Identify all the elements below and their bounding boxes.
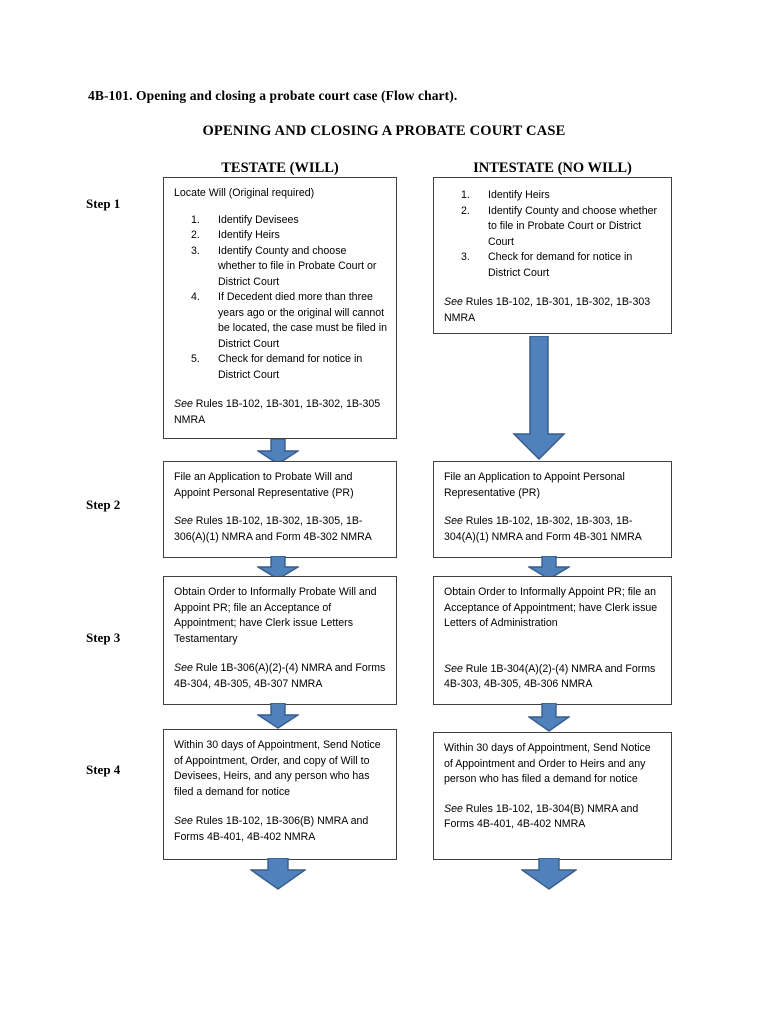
see-label: See [444,296,466,308]
list-item: If Decedent died more than three years a… [191,290,388,350]
citation-text: Rules 1B-102, 1B-306(B) NMRA and Forms 4… [174,815,369,843]
testate-step2-citation: See Rules 1B-102, 1B-302, 1B-305, 1B-306… [174,514,387,545]
intestate-step3-box: Obtain Order to Informally Appoint PR; f… [433,576,672,705]
arrow-testate-step2-to-step3 [257,556,299,580]
list-item: Identify County and choose whether to fi… [191,244,377,288]
step-label-1: Step 1 [86,196,121,211]
step-label-3: Step 3 [86,630,121,645]
testate-step1-list: Identify Devisees Identify Heirs Identif… [174,213,387,384]
intestate-step2-citation: See Rules 1B-102, 1B-302, 1B-303, 1B-304… [444,514,662,545]
testate-step2-lead: File an Application to Probate Will and … [174,471,354,499]
see-label: See [174,815,196,827]
testate-step1-box: Locate Will (Original required) Identify… [163,177,397,439]
citation-text: Rules 1B-102, 1B-301, 1B-302, 1B-303 NMR… [444,296,651,324]
column-header-testate: TESTATE (WILL) [221,160,339,176]
testate-step3-box: Obtain Order to Informally Probate Will … [163,576,397,705]
testate-step2-box: File an Application to Probate Will and … [163,461,397,558]
page-heading: 4B-101. Opening and closing a probate co… [88,88,458,103]
testate-step4-citation: See Rules 1B-102, 1B-306(B) NMRA and For… [174,814,387,845]
intestate-step1-list: Identify Heirs Identify County and choos… [444,188,662,281]
testate-step3-lead: Obtain Order to Informally Probate Will … [174,586,377,645]
intestate-step4-citation: See Rules 1B-102, 1B-304(B) NMRA and For… [444,802,662,833]
see-label: See [444,662,466,675]
see-label: See [444,802,466,815]
testate-step4-lead: Within 30 days of Appointment, Send Noti… [174,739,381,798]
testate-step1-lead: Locate Will (Original required) [174,187,315,199]
arrow-intestate-step3-to-step4 [528,703,570,732]
list-item: Identify County and choose whether to fi… [461,204,658,248]
intestate-step4-box: Within 30 days of Appointment, Send Noti… [433,732,672,860]
arrow-intestate-step1-to-step2 [512,336,566,460]
citation-text: Rule 1B-306(A)(2)-(4) NMRA and Forms 4B-… [174,662,386,690]
testate-step4-box: Within 30 days of Appointment, Send Noti… [163,729,397,860]
testate-step3-citation: See Rule 1B-306(A)(2)-(4) NMRA and Forms… [174,661,387,692]
arrow-intestate-step4-continue [521,858,577,890]
intestate-step2-box: File an Application to Appoint Personal … [433,461,672,558]
citation-text: Rules 1B-102, 1B-304(B) NMRA and Forms 4… [444,802,639,831]
list-item: Check for demand for notice in District … [191,352,363,381]
see-label: See [444,515,466,527]
intestate-step2-lead: File an Application to Appoint Personal … [444,471,625,499]
see-label: See [174,398,196,410]
step-label-2: Step 2 [86,497,121,512]
intestate-step4-lead: Within 30 days of Appointment, Send Noti… [444,742,651,785]
intestate-step1-citation: See Rules 1B-102, 1B-301, 1B-302, 1B-303… [444,295,662,326]
citation-text: Rules 1B-102, 1B-302, 1B-303, 1B-304(A)(… [444,515,642,543]
list-item: Identify Devisees [191,213,299,228]
list-item: Identify Heirs [461,188,550,203]
arrow-intestate-step2-to-step3 [528,556,570,580]
intestate-step3-lead: Obtain Order to Informally Appoint PR; f… [444,586,658,629]
see-label: See [174,662,196,674]
citation-text: Rules 1B-102, 1B-302, 1B-305, 1B-306(A)(… [174,515,372,543]
arrow-testate-step4-continue [250,858,306,890]
citation-text: Rules 1B-102, 1B-301, 1B-302, 1B-305 NMR… [174,398,381,426]
intestate-step3-citation: See Rule 1B-304(A)(2)-(4) NMRA and Forms… [444,662,662,693]
list-item: Identify Heirs [191,228,280,243]
arrow-testate-step3-to-step4 [257,703,299,729]
arrow-testate-step1-to-step2 [257,439,299,465]
see-label: See [174,515,196,527]
column-header-intestate: INTESTATE (NO WILL) [473,160,632,176]
citation-text: Rule 1B-304(A)(2)-(4) NMRA and Forms 4B-… [444,662,656,691]
step-label-4: Step 4 [86,762,121,777]
testate-step1-citation: See Rules 1B-102, 1B-301, 1B-302, 1B-305… [174,397,387,428]
intestate-step1-box: Identify Heirs Identify County and choos… [433,177,672,334]
list-item: Check for demand for notice in District … [461,250,633,279]
page-title: OPENING AND CLOSING A PROBATE COURT CASE [202,123,566,139]
